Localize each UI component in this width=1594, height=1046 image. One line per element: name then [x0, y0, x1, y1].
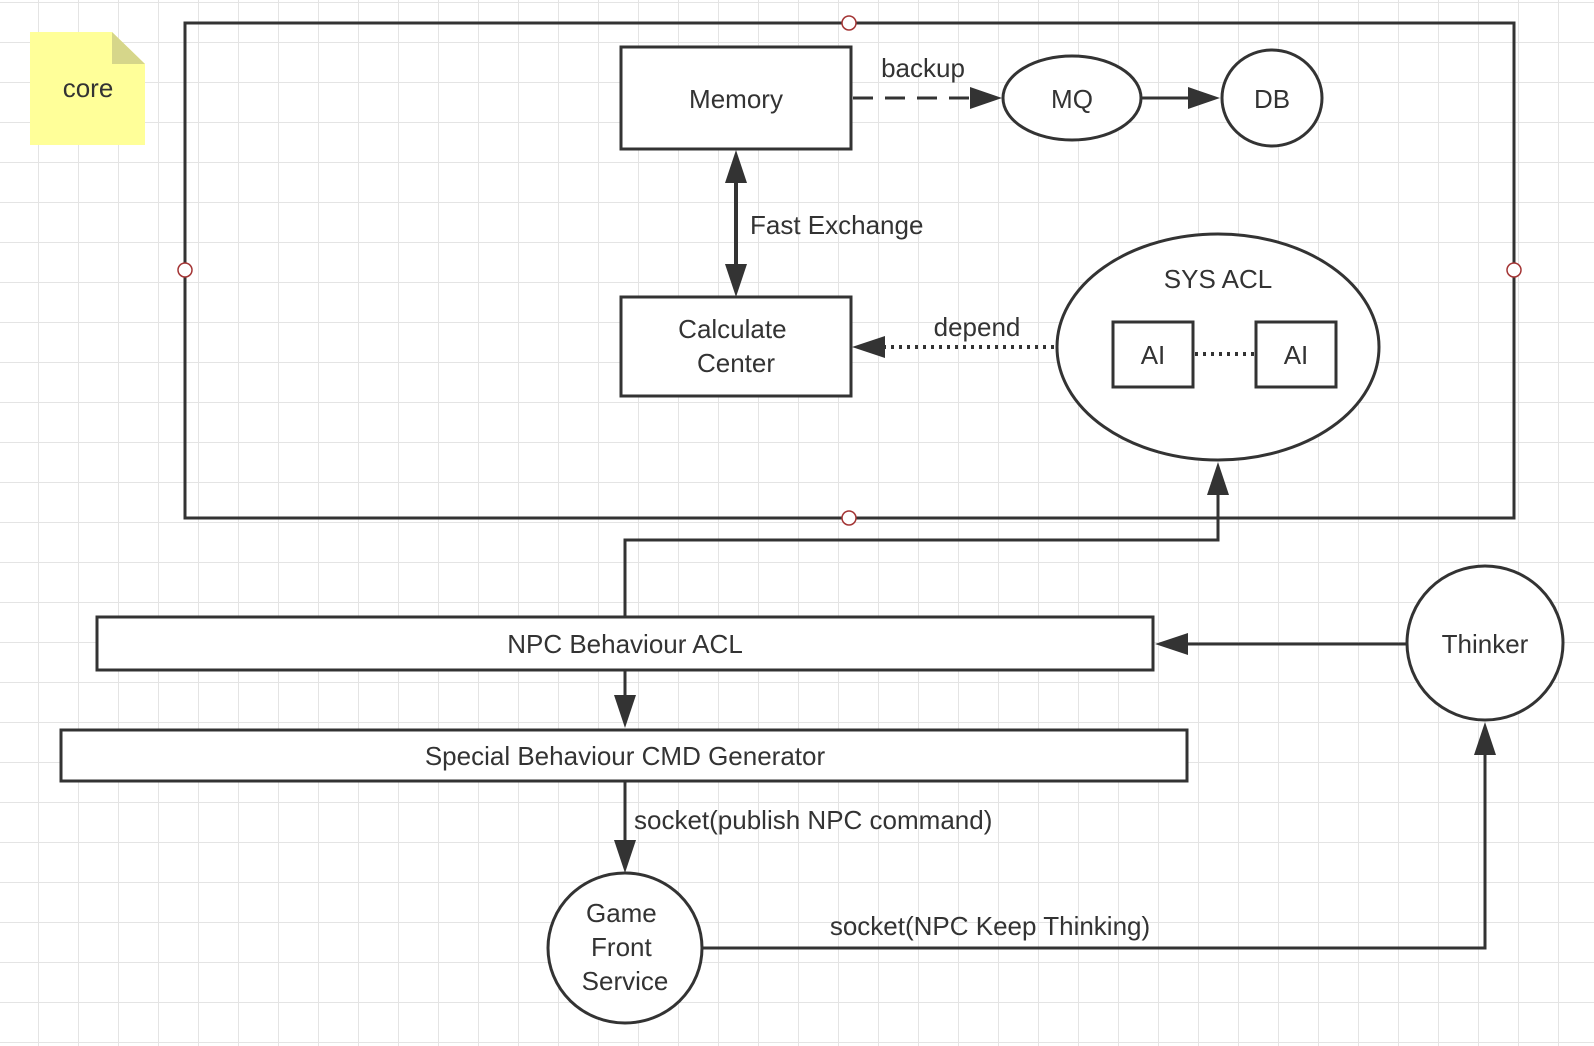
memory-label: Memory — [689, 84, 783, 114]
ai-left-label: AI — [1141, 340, 1166, 370]
game-front-service-label-2: Front — [591, 932, 652, 962]
svg-text:Game Front Service: Game Front Service — [582, 898, 669, 996]
socket-thinking-edge[interactable] — [703, 722, 1496, 950]
backup-edge[interactable] — [853, 87, 1002, 109]
memory-node[interactable]: Memory — [619, 45, 853, 151]
ai-left-node[interactable]: AI — [1111, 320, 1195, 389]
socket-publish-label: socket(publish NPC command) — [634, 805, 992, 835]
sys-acl-node[interactable]: SYS ACL — [1055, 232, 1381, 462]
socket-thinking-label: socket(NPC Keep Thinking) — [830, 911, 1150, 941]
thinker-label: Thinker — [1442, 629, 1529, 659]
thinker-node[interactable]: Thinker — [1405, 564, 1565, 722]
core-note[interactable]: core — [30, 32, 145, 145]
game-front-service-label-3: Service — [582, 966, 669, 996]
ai-right-label: AI — [1284, 340, 1309, 370]
depend-edge[interactable] — [852, 336, 1054, 358]
core-note-label: core — [63, 73, 114, 103]
fast-exchange-label: Fast Exchange — [750, 210, 923, 240]
handle-bottom[interactable] — [841, 510, 857, 526]
game-front-service-label-1: Game — [586, 898, 657, 928]
thinker-to-npc-edge[interactable] — [1155, 633, 1407, 655]
calculate-center-label-1: Calculate — [678, 314, 786, 344]
npc-behaviour-acl-node[interactable]: NPC Behaviour ACL — [95, 615, 1155, 672]
backup-label: backup — [881, 53, 965, 83]
ai-right-node[interactable]: AI — [1254, 320, 1338, 389]
mq-label: MQ — [1051, 84, 1093, 114]
depend-label: depend — [934, 312, 1021, 342]
npc-behaviour-acl-label: NPC Behaviour ACL — [507, 629, 743, 659]
handle-right[interactable] — [1506, 262, 1522, 278]
sys-acl-label: SYS ACL — [1164, 264, 1272, 294]
handle-top[interactable] — [841, 15, 857, 31]
calculate-center-label-2: Center — [697, 348, 775, 378]
cmd-generator-label: Special Behaviour CMD Generator — [425, 741, 826, 771]
mq-node[interactable]: MQ — [1001, 54, 1143, 142]
npc-to-sys-acl-edge[interactable] — [623, 462, 1229, 617]
selection-handles[interactable] — [177, 15, 1522, 526]
npc-to-cmd-generator-edge[interactable] — [614, 671, 636, 728]
mq-db-edge[interactable] — [1142, 87, 1220, 109]
fast-exchange-edge[interactable] — [725, 150, 747, 297]
handle-left[interactable] — [177, 262, 193, 278]
cmd-generator-node[interactable]: Special Behaviour CMD Generator — [59, 728, 1189, 783]
calculate-center-node[interactable]: Calculate Center — [619, 295, 853, 398]
socket-publish-edge[interactable] — [614, 782, 636, 873]
svg-text:Calculate Center: Calculate Center — [678, 314, 794, 378]
db-node[interactable]: DB — [1220, 48, 1324, 148]
game-front-service-node[interactable]: Game Front Service — [546, 871, 704, 1025]
db-label: DB — [1254, 84, 1290, 114]
